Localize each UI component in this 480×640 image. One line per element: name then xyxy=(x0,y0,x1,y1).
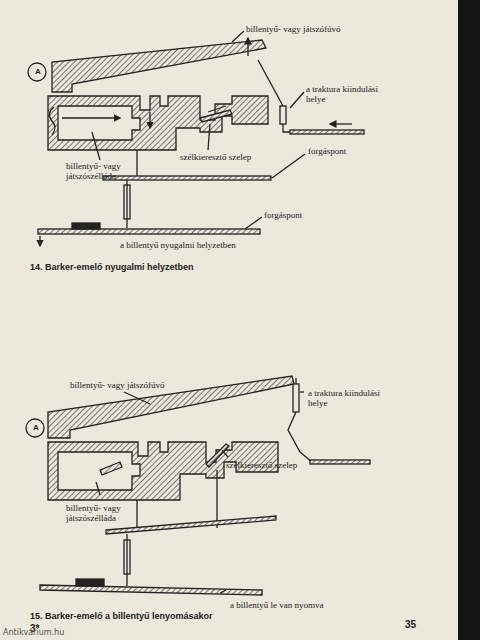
part-label: a billentyű le van nyomva xyxy=(230,600,323,610)
part-label: szélkieresztő szelep xyxy=(180,152,251,162)
figure-caption: 14. Barker-emelő nyugalmi helyzetben xyxy=(30,262,194,272)
pivot-label: forgáspont xyxy=(264,210,302,220)
figure-caption: 15. Barker-emelő a billentyű lenyomásako… xyxy=(30,611,213,621)
part-label: billentyű- vagy játszószélláda xyxy=(66,161,146,181)
part-label: billentyű- vagy játszószélláda xyxy=(66,503,146,523)
part-label: a traktura kiindulási helye xyxy=(306,84,378,104)
part-label: a billentyű nyugalmi helyzetben xyxy=(120,240,236,250)
part-label: szélkieresztő szelep xyxy=(226,460,297,470)
part-label: a traktura kiindulási helye xyxy=(308,388,380,408)
watermark: Antikvárium.hu xyxy=(3,628,64,638)
circle-label: A xyxy=(31,67,45,77)
part-label: billentyű- vagy játszófúvó xyxy=(246,24,340,34)
part-label: billentyű- vagy játszófúvó xyxy=(70,380,164,390)
page-number: 35 xyxy=(405,620,416,630)
circle-label: A xyxy=(29,423,43,433)
pivot-label: forgáspont xyxy=(308,146,346,156)
